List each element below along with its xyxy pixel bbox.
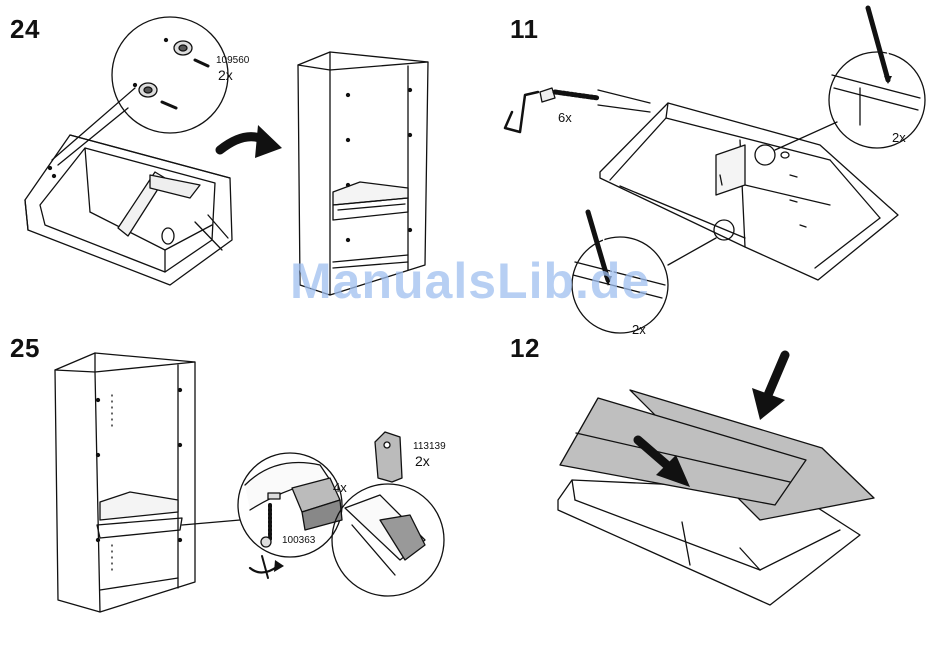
step-25-number: 25 xyxy=(10,333,40,364)
step25-detail-clip xyxy=(332,484,444,596)
part-number-109560: 109560 xyxy=(216,55,249,66)
part-number-100363: 100363 xyxy=(282,535,315,546)
step-11-number: 11 xyxy=(510,14,539,45)
step25-detail-glide xyxy=(182,453,342,578)
step24-quantity: 2x xyxy=(218,67,233,83)
step25-glide-quantity: 4x xyxy=(333,480,347,495)
step11-bottom-quantity: 2x xyxy=(632,322,646,337)
part-number-113139: 113139 xyxy=(413,441,446,452)
step25-clip-quantity: 2x xyxy=(415,453,430,469)
watermark: ManualsLib.de xyxy=(290,252,650,310)
step25-clip-part xyxy=(375,432,402,482)
step11-top-quantity: 2x xyxy=(892,130,906,145)
step25-cabinet xyxy=(55,353,195,612)
step11-bolt-and-key xyxy=(505,88,650,132)
step-12-number: 12 xyxy=(510,333,540,364)
step12-cardboard xyxy=(560,390,874,520)
step11-detail-top xyxy=(775,6,925,150)
step11-bolt-quantity: 6x xyxy=(558,110,572,125)
step24-rotate-arrow xyxy=(220,125,282,158)
step-24-number: 24 xyxy=(10,14,40,45)
step24-detail-circle xyxy=(52,17,228,165)
step24-cabinet-lying xyxy=(25,135,232,285)
